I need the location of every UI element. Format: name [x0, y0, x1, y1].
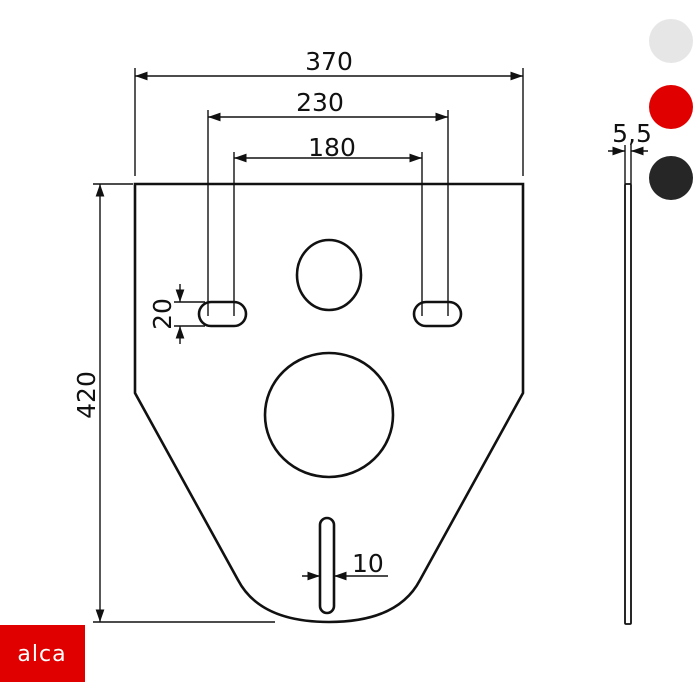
upper-hole	[295, 238, 363, 312]
color-swatch-black[interactable]	[649, 156, 693, 200]
thickness-label: 5,5	[612, 119, 652, 148]
logo-text: alca	[17, 642, 66, 667]
dimension-label: 370	[305, 47, 353, 76]
dimension-label: 10	[352, 549, 384, 578]
color-swatch-light-gray[interactable]	[649, 19, 693, 63]
dimension-label: 180	[308, 133, 356, 162]
dimension-420: 420	[72, 183, 275, 623]
color-swatch-red[interactable]	[649, 85, 693, 129]
main-hole	[263, 351, 395, 479]
right-slot	[412, 300, 463, 328]
bottom-slot	[318, 516, 336, 615]
dimension-label: 20	[148, 298, 177, 330]
left-slot	[197, 300, 248, 328]
dimension-10: 10	[302, 549, 388, 581]
side-profile: 5,5	[608, 119, 652, 625]
dimension-230: 230	[207, 88, 449, 316]
dimension-20: 20	[148, 284, 205, 344]
dimension-label: 420	[72, 371, 101, 419]
dimension-180: 180	[233, 133, 423, 316]
dimension-label: 230	[296, 88, 344, 117]
dimension-370: 370	[134, 47, 524, 176]
alca-logo: alca	[0, 625, 85, 682]
